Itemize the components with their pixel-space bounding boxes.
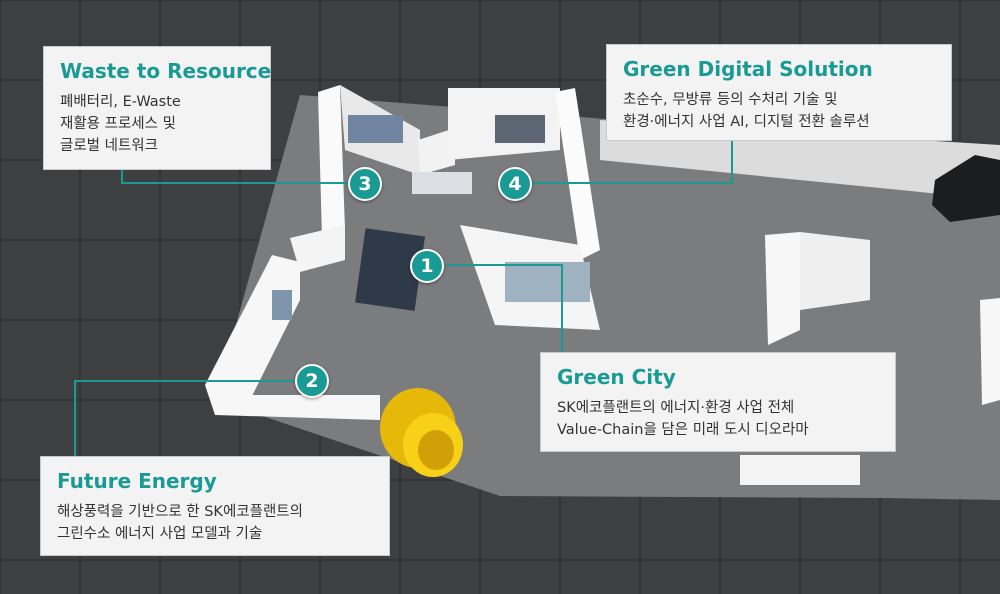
- leader-line-3: [121, 170, 348, 184]
- callout-waste-to-resource: Waste to Resource 폐배터리, E-Waste 재활용 프로세스…: [43, 46, 271, 170]
- callout-desc-line: 해상풍력을 기반으로 한 SK에코플랜트의: [57, 504, 303, 520]
- wall-right-block: [800, 232, 870, 310]
- callout-title: Green City: [557, 365, 676, 389]
- wall-right-edge: [980, 298, 1000, 405]
- leader-line-1: [446, 264, 563, 352]
- leader-line-2: [74, 380, 294, 456]
- zone-badge-2: 2: [295, 364, 329, 398]
- wall-left-upper: [318, 85, 345, 238]
- callout-desc-line: 환경·에너지 사업 AI, 디지털 전환 솔루션: [623, 114, 870, 130]
- wall-left-mid: [290, 225, 345, 272]
- callout-title: Future Energy: [57, 469, 217, 493]
- wall-divider: [555, 88, 600, 260]
- callout-title: Waste to Resource: [60, 59, 272, 83]
- callout-desc-line: 초순수, 무방류 등의 수처리 기술 및: [623, 92, 838, 108]
- callout-desc-line: 그린수소 에너지 사업 모델과 기술: [57, 526, 263, 542]
- zone3-screen: [348, 115, 403, 143]
- zone-badge-3: 3: [348, 167, 382, 201]
- callout-desc-line: Value-Chain을 담은 미래 도시 디오라마: [557, 422, 809, 438]
- callout-desc-line: SK에코플랜트의 에너지·환경 사업 전체: [557, 400, 795, 416]
- green-city-screen: [505, 262, 590, 302]
- zone-badge-4: 4: [498, 167, 532, 201]
- yellow-tube-hole: [418, 430, 454, 470]
- wall-right-pillar: [765, 232, 800, 345]
- zone-badge-1: 1: [410, 249, 444, 283]
- leader-line-4: [532, 141, 733, 184]
- callout-desc-line: 폐배터리, E-Waste: [60, 94, 181, 110]
- zone4-screen: [495, 115, 545, 143]
- zone3-display: [412, 172, 472, 194]
- wall-front-left: [205, 385, 380, 420]
- front-rail: [740, 455, 860, 485]
- callout-title: Green Digital Solution: [623, 57, 873, 81]
- callout-desc-line: 글로벌 네트워크: [60, 138, 158, 154]
- zone2-screen: [272, 290, 292, 320]
- callout-desc-line: 재활용 프로세스 및: [60, 116, 176, 132]
- callout-green-city: Green City SK에코플랜트의 에너지·환경 사업 전체 Value-C…: [540, 352, 896, 452]
- callout-future-energy: Future Energy 해상풍력을 기반으로 한 SK에코플랜트의 그린수소…: [40, 456, 390, 556]
- callout-green-digital-solution: Green Digital Solution 초순수, 무방류 등의 수처리 기…: [606, 44, 952, 141]
- diorama-table: [355, 228, 425, 311]
- car: [932, 155, 1000, 222]
- wall-zone3-back: [418, 128, 455, 175]
